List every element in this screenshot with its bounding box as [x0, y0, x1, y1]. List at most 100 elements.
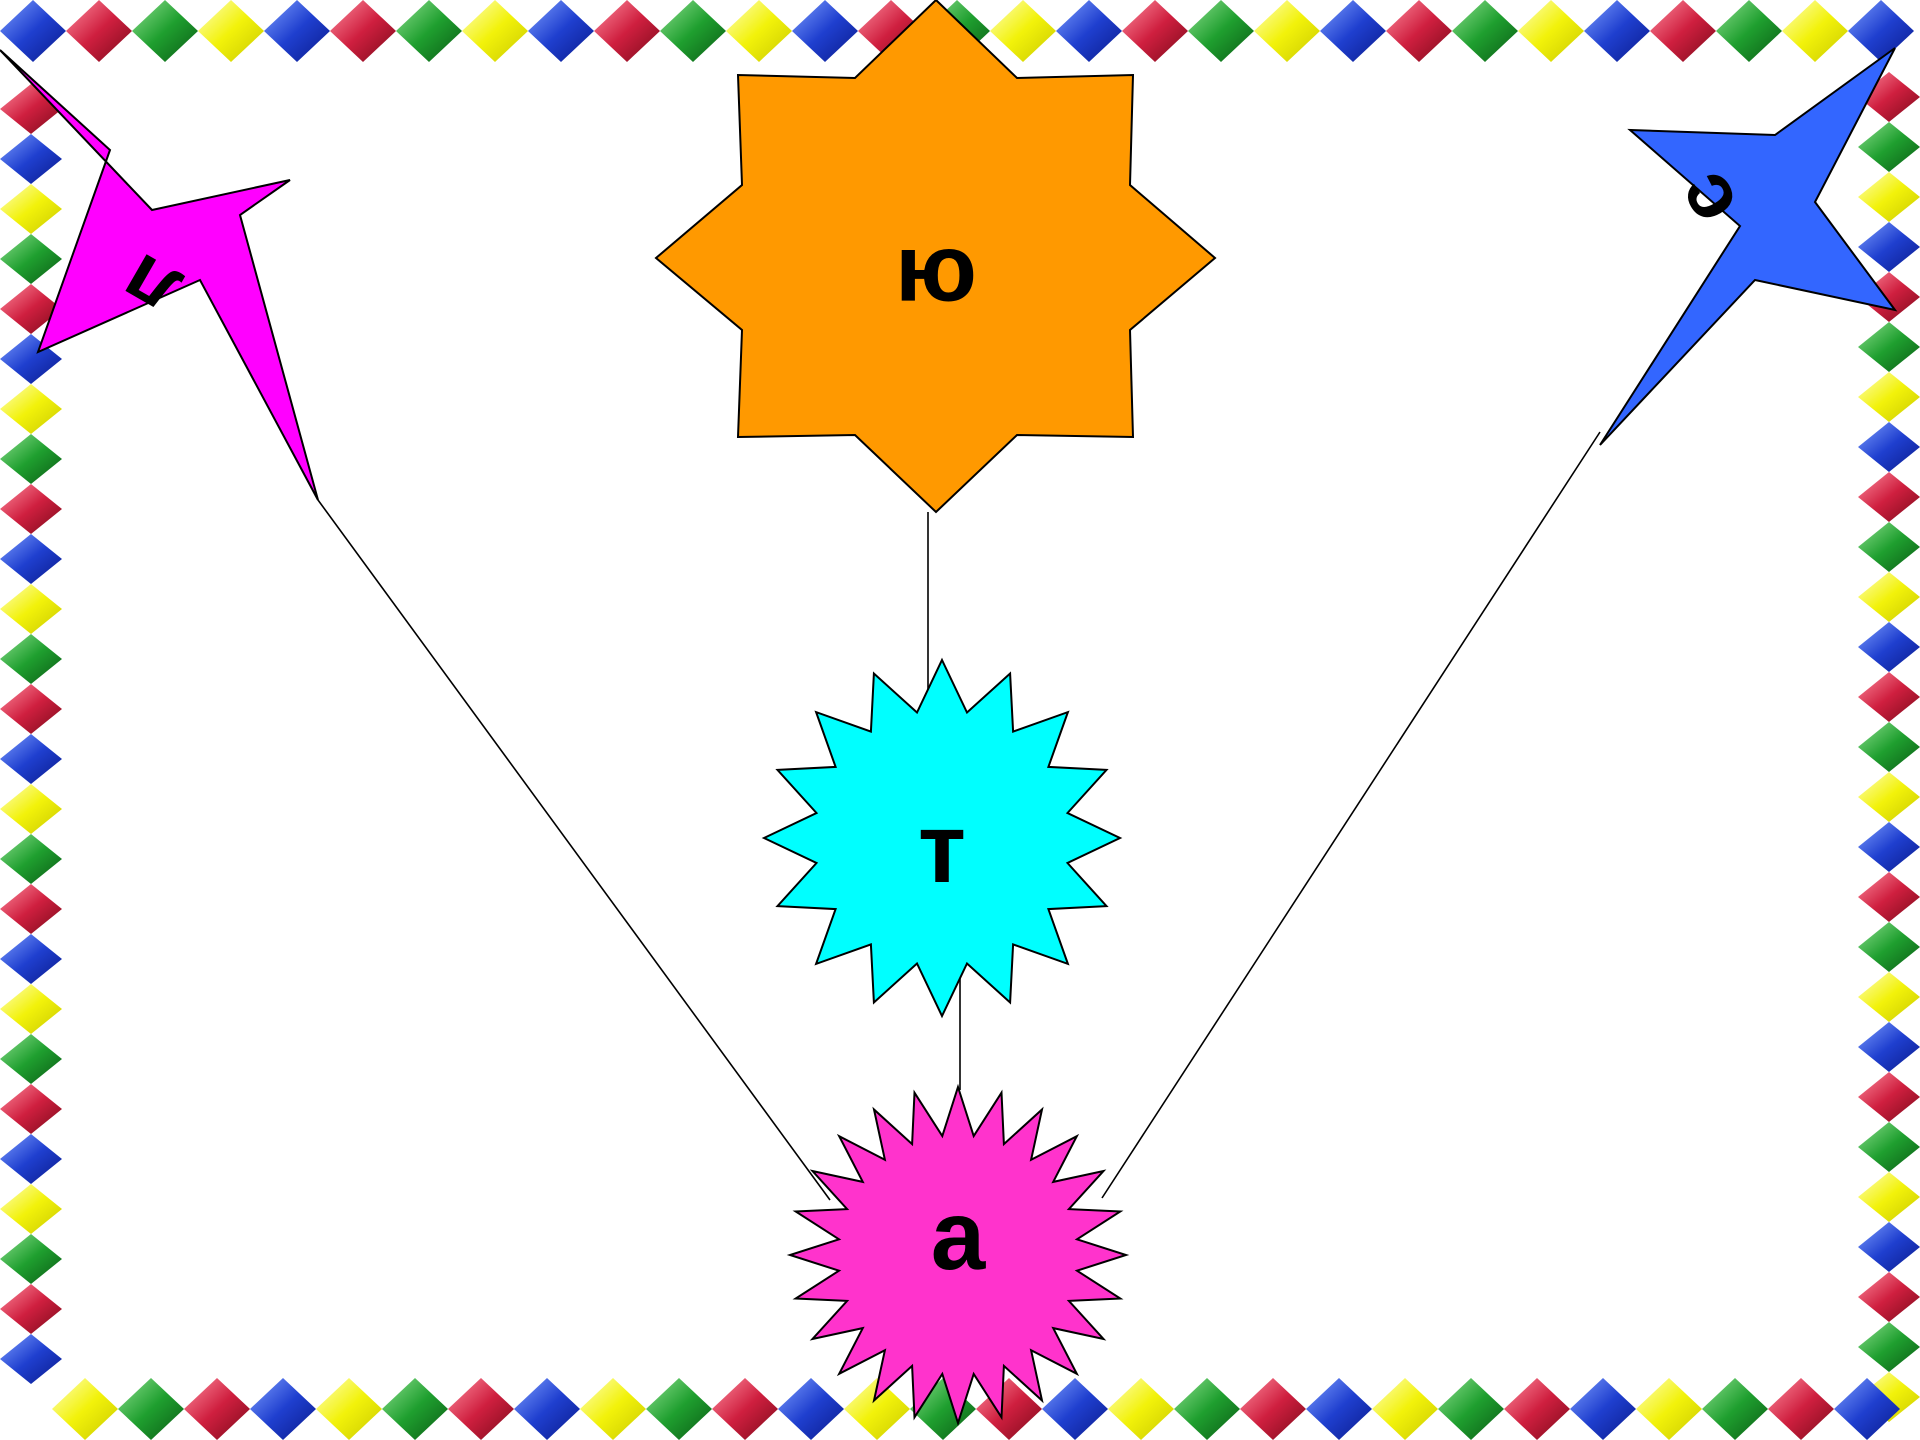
border-diamond	[0, 934, 62, 984]
border-diamond	[1858, 1072, 1920, 1122]
border-diamond	[1518, 0, 1584, 62]
border-diamond	[1452, 0, 1518, 62]
border-diamond	[1858, 722, 1920, 772]
letter-yu: ю	[895, 215, 977, 322]
border-diamond	[0, 684, 62, 734]
star-s-body[interactable]	[1599, 47, 1898, 446]
border-diamond	[1570, 1378, 1636, 1440]
border-diamond	[0, 1084, 62, 1134]
shape-star-a[interactable]: а	[786, 1083, 1130, 1427]
border-diamond	[778, 1378, 844, 1440]
border-diamond	[1122, 0, 1188, 62]
border-diamond	[448, 1378, 514, 1440]
border-diamond	[1858, 1172, 1920, 1222]
border-diamond	[1320, 0, 1386, 62]
border-diamond	[1858, 772, 1920, 822]
border-diamond	[184, 1378, 250, 1440]
border-diamond	[1858, 822, 1920, 872]
star-l-body[interactable]	[0, 49, 319, 501]
border-diamond	[66, 0, 132, 62]
border-diamond	[1858, 322, 1920, 372]
border-diamond	[646, 1378, 712, 1440]
star-a-body[interactable]	[786, 1083, 1130, 1427]
border-diamond	[1858, 122, 1920, 172]
border-diamond	[1858, 572, 1920, 622]
border-diamond	[0, 1234, 62, 1284]
border-diamond	[0, 384, 62, 434]
border-diamond	[1240, 1378, 1306, 1440]
border-diamond	[396, 0, 462, 62]
border-diamond	[1858, 422, 1920, 472]
border-diamond	[1108, 1378, 1174, 1440]
border-diamond	[1858, 922, 1920, 972]
border-diamond	[118, 1378, 184, 1440]
shape-star-l[interactable]: л	[0, 49, 319, 501]
border-diamond	[1504, 1378, 1570, 1440]
border-diamond	[132, 0, 198, 62]
border-diamond	[1042, 1378, 1108, 1440]
border-diamond	[594, 0, 660, 62]
star-yu-body[interactable]	[654, 0, 1217, 514]
border-diamond	[0, 834, 62, 884]
border-diamond	[382, 1378, 448, 1440]
border-diamond	[1858, 1122, 1920, 1172]
border-diamond	[1858, 522, 1920, 572]
border-diamond	[844, 1378, 910, 1440]
border-diamond	[1584, 0, 1650, 62]
shape-star-t[interactable]: т	[761, 657, 1123, 1019]
border-diamond	[1858, 222, 1920, 272]
border-diamond	[1858, 972, 1920, 1022]
border-diamond	[1650, 0, 1716, 62]
border-diamond	[0, 1134, 62, 1184]
border-diamond	[1858, 172, 1920, 222]
border-diamond	[1254, 0, 1320, 62]
border-diamond	[1056, 0, 1122, 62]
border-diamond	[330, 0, 396, 62]
border-diamond	[0, 734, 62, 784]
connector-s-to-a	[1101, 431, 1601, 1199]
border-diamond	[316, 1378, 382, 1440]
border-diamond	[462, 0, 528, 62]
star-t-body[interactable]	[761, 657, 1123, 1019]
border-diamond	[52, 1378, 118, 1440]
border-diamond	[0, 534, 62, 584]
border-diamond	[792, 0, 858, 62]
border-diamond	[1858, 1022, 1920, 1072]
connector-l-to-a	[317, 499, 831, 1201]
border-diamond	[1848, 0, 1914, 62]
border-diamond	[0, 234, 62, 284]
connectors-layer	[317, 431, 1601, 1201]
shape-star-yu[interactable]: ю	[654, 0, 1217, 514]
border-diamond	[1858, 1272, 1920, 1322]
border-diamond	[1768, 1378, 1834, 1440]
border-diamond	[1636, 1378, 1702, 1440]
border-diamond	[1858, 872, 1920, 922]
border-diamond	[1858, 622, 1920, 672]
border-diamond	[0, 434, 62, 484]
border-diamond	[0, 584, 62, 634]
border-diamond	[264, 0, 330, 62]
border-diamond	[1858, 1322, 1920, 1372]
border-diamond	[198, 0, 264, 62]
border-diamond	[1858, 1222, 1920, 1272]
border-diamond	[0, 184, 62, 234]
border-diamond	[1702, 1378, 1768, 1440]
border-diamond	[0, 784, 62, 834]
border-diamond	[0, 984, 62, 1034]
border-diamond	[514, 1378, 580, 1440]
border-diamond	[1716, 0, 1782, 62]
border-diamond	[250, 1378, 316, 1440]
letter-a: а	[931, 1180, 987, 1290]
border-diamond	[1174, 1378, 1240, 1440]
border-diamond	[0, 1184, 62, 1234]
border-diamond	[0, 0, 66, 62]
border-diamond	[0, 484, 62, 534]
border-diamond	[0, 1284, 62, 1334]
border-diamond	[580, 1378, 646, 1440]
border-diamond	[0, 134, 62, 184]
border-diamond	[1834, 1378, 1900, 1440]
border-diamond	[0, 1034, 62, 1084]
letter-t: т	[918, 793, 966, 903]
border-diamond	[1782, 0, 1848, 62]
